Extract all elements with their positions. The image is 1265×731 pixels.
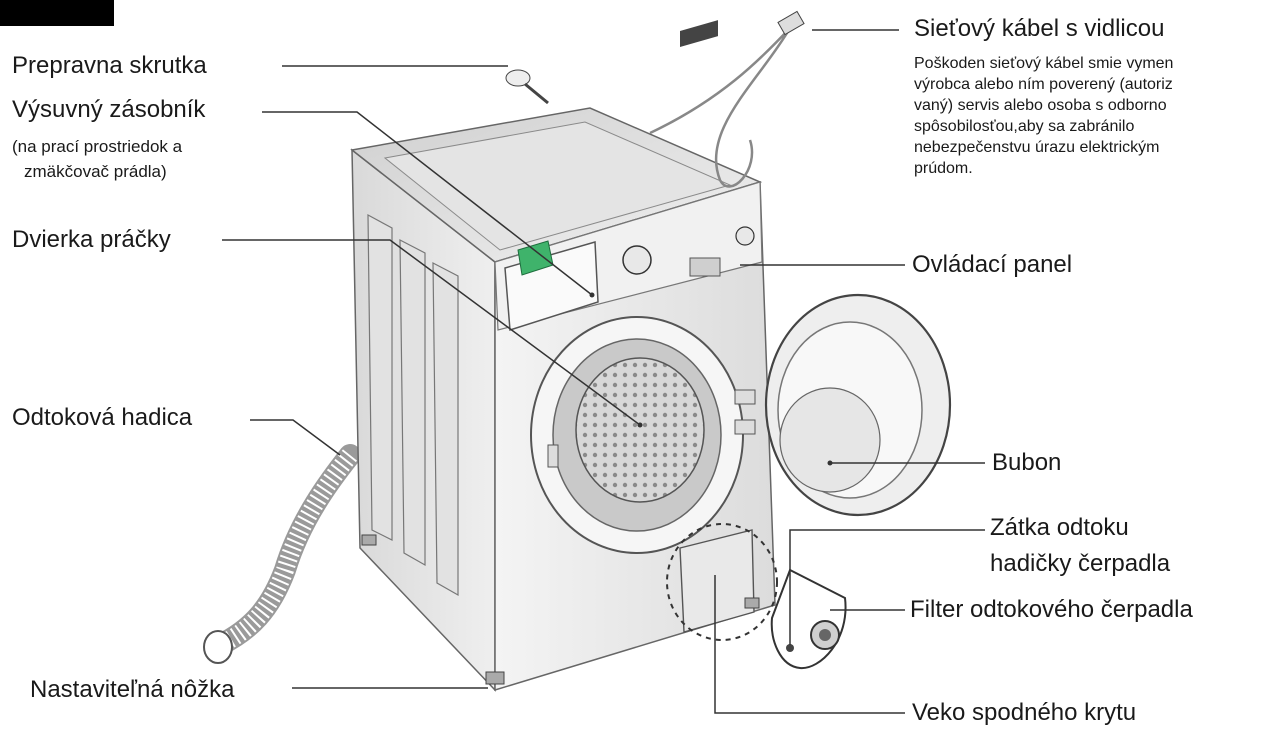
- shipping-bolt: [505, 69, 531, 87]
- note-line: spôsobilosťou,aby sa zabránilo: [914, 118, 1135, 135]
- label-door: Dvierka práčky: [12, 226, 171, 253]
- program-knob: [622, 245, 652, 275]
- label-power-cable: Sieťový kábel s vidlicou: [914, 15, 1165, 42]
- label-adjustable-foot: Nastaviteľná nôžka: [30, 676, 235, 703]
- label-drum: Bubon: [992, 449, 1062, 476]
- label-detergent-drawer: Výsuvný zásobník: [12, 96, 206, 123]
- filter-cover: [679, 529, 755, 633]
- note-line: prúdom.: [914, 160, 973, 177]
- label-drawer-note-1: (na prací prostriedok a: [12, 137, 183, 156]
- plug-zoom: [786, 644, 794, 652]
- label-lower-cover: Veko spodného krytu: [912, 699, 1137, 726]
- note-line: Poškoden sieťový kábel smie vymen: [914, 55, 1174, 72]
- note-line: nebezpečenstvu úrazu elektrickým: [914, 139, 1160, 156]
- drum: [575, 357, 705, 503]
- label-drain-plug-2: hadičky čerpadla: [990, 550, 1171, 577]
- zoom-bubble: [770, 568, 847, 670]
- adjustable-foot: [485, 671, 505, 685]
- power-cable: [649, 27, 792, 188]
- note-line: vaný) servis alebo osoba s odborno: [914, 97, 1167, 114]
- black-header-block: [0, 0, 114, 26]
- drain-hose-ribs: [215, 449, 358, 654]
- label-drain-hose: Odtoková hadica: [12, 404, 193, 431]
- label-pump-filter: Filter odtokového čerpadla: [910, 596, 1193, 623]
- label-shipping-bolt: Prepravna skrutka: [12, 52, 207, 79]
- filter-dashed-circle: [666, 523, 778, 641]
- label-drain-plug-1: Zátka odtoku: [990, 514, 1129, 541]
- label-drawer-note-2: zmäkčovač prádla): [24, 162, 167, 181]
- power-plug: [777, 10, 805, 36]
- label-control-panel: Ovládací panel: [912, 251, 1073, 278]
- note-line: výrobca alebo ním poverený (autoriz: [914, 76, 1173, 93]
- drain-hose-end: [203, 630, 233, 664]
- power-cable-note: Poškoden sieťový kábel smie vymen výrobc…: [914, 53, 1265, 179]
